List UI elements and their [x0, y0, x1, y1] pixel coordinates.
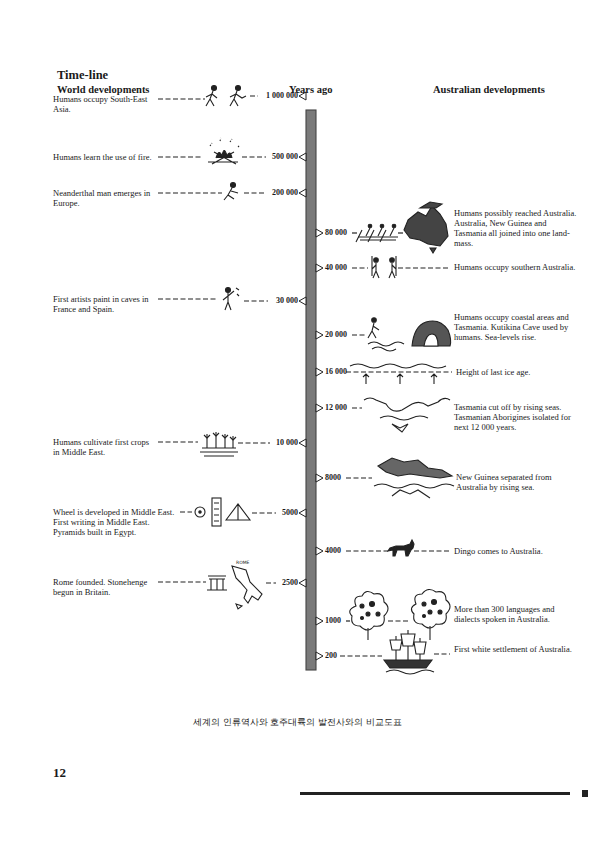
year-label: 1000	[325, 616, 341, 626]
event-text: Tasmania cut off by rising seas. Tasmani…	[454, 402, 578, 432]
event-text: Humans occupy South-East Asia.	[53, 94, 153, 114]
event-text: Humans cultivate first crops in Middle E…	[53, 437, 153, 457]
event-text: Rome founded. Stonehenge begun in Britai…	[53, 577, 153, 597]
year-label: 2500	[282, 578, 298, 588]
event-text: Neanderthal man emerges in Europe.	[53, 188, 153, 208]
year-label: 8000	[325, 473, 341, 483]
event-text: Wheel is developed in Middle East. First…	[53, 507, 179, 537]
event-text: First white settlement of Australia.	[454, 644, 578, 654]
year-label: 80 000	[325, 228, 347, 238]
year-label: 10 000	[276, 438, 298, 448]
map-label: ROME	[236, 560, 249, 565]
event-text: First artists paint in caves in France a…	[53, 294, 153, 314]
year-label: 200	[325, 651, 337, 661]
year-label: 200 000	[272, 188, 298, 198]
year-label: 20 000	[325, 330, 347, 340]
page-number: 12	[53, 766, 83, 780]
year-label: 5000	[282, 508, 298, 518]
year-label: 500 000	[272, 152, 298, 162]
figure-caption: 세계의 인류역사와 호주대륙의 발전사와의 비교도표	[40, 716, 555, 728]
year-label: 12 000	[325, 403, 347, 413]
year-label: 1 000 000	[266, 91, 298, 101]
year-label: 30 000	[276, 296, 298, 306]
event-text: Dingo comes to Australia.	[454, 546, 578, 556]
event-text: Humans possibly reached Australia. Austr…	[454, 208, 578, 248]
event-text: Humans occupy coastal areas and Tasmania…	[454, 312, 578, 342]
event-text: Humans learn the use of fire.	[53, 152, 153, 162]
year-label: 40 000	[325, 263, 347, 273]
event-text: New Guinea separated from Australia by r…	[456, 472, 580, 492]
event-text: Humans occupy southern Australia.	[454, 262, 578, 272]
event-text: More than 300 languages and dialects spo…	[454, 604, 578, 624]
page-title: Time-line	[57, 68, 108, 82]
event-text: Height of last ice age.	[456, 367, 580, 377]
column-heading: Australian developments	[433, 84, 545, 96]
year-label: 16 000	[325, 367, 347, 377]
year-label: 4000	[325, 546, 341, 556]
